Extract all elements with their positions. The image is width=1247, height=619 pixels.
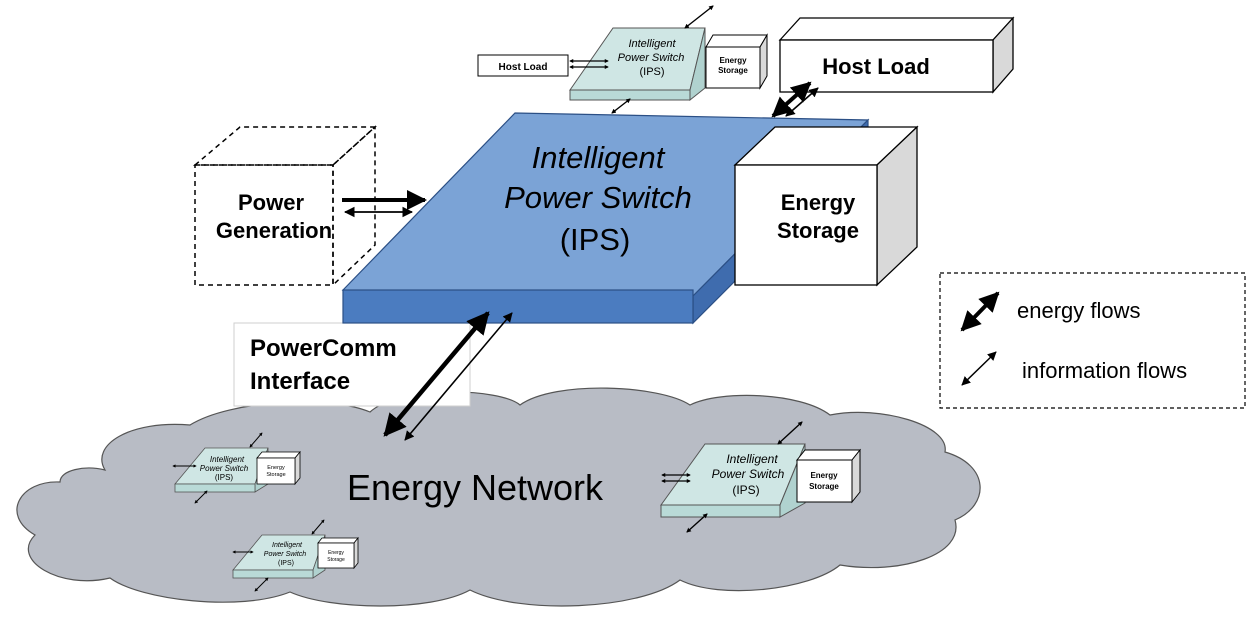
energy-storage-cube: Energy Storage (733, 125, 919, 287)
powercomm-line2: Interface (250, 368, 350, 395)
power-generation-cube: Power Generation (192, 125, 377, 287)
cloud-mini-ips-3-storage-side (851, 448, 861, 504)
main-flow-arrows (342, 81, 819, 441)
cloud-mini-ips-1-line1: Intelligent (210, 455, 245, 464)
cloud-mini-ips-2-storage-front (317, 542, 355, 569)
cloud-mini-ips-3-arrow-down (686, 513, 708, 533)
cloud-mini-ips-3-line2: Power Switch (712, 467, 785, 481)
energy-network-label: Energy Network (347, 467, 604, 508)
cloud-mini-ips-2-line1: Intelligent (272, 542, 303, 549)
information-flow-legend-icon (961, 351, 997, 386)
cloud-mini-ips-1: Intelligent Power Switch (IPS) Energy St… (172, 432, 301, 504)
cloud-mini-ips-1-arrow-down (194, 490, 208, 504)
cloud-mini-ips-1-storage-front (256, 457, 296, 485)
network-info-arrow (404, 312, 513, 441)
main-ips-line3: (IPS) (560, 222, 631, 257)
information-flow-legend-label: information flows (1022, 358, 1187, 383)
top-mini-host-load-label: Host Load (499, 62, 548, 73)
powercomm-line1: PowerComm (250, 335, 397, 362)
cloud-mini-ips-3-arrow-up (777, 421, 803, 445)
cloud-mini-ips-1-arrow-up (249, 432, 263, 448)
top-mini-ips-line3: (IPS) (639, 66, 664, 78)
host-load-label: Host Load (822, 54, 930, 79)
cloud-mini-ips-2-storage-top (317, 537, 359, 544)
power-generation-line1: Power (238, 190, 304, 215)
cloud-mini-ips-3: Intelligent Power Switch (IPS) Energy St… (660, 421, 862, 533)
cloud-mini-ips-1-front (174, 483, 256, 493)
cloud-mini-ips-1-storage-line2: Storage (266, 472, 285, 478)
cloud-mini-ips-1-storage-top (256, 451, 301, 459)
top-mini-storage-top (705, 34, 768, 48)
main-ips-line2: Power Switch (504, 180, 692, 215)
cloud-mini-ips-2-arrow-down (254, 577, 269, 592)
cloud-mini-ips-2: Intelligent Power Switch (IPS) Energy St… (232, 519, 359, 592)
energy-storage-line1: Energy (781, 190, 856, 215)
host-load-info-arrow (785, 87, 819, 117)
cloud-mini-ips-2-line2: Power Switch (264, 551, 307, 558)
cloud-mini-ips-2-storage-line2: Storage (327, 557, 345, 563)
legend-box (939, 272, 1246, 409)
powercomm-interface: PowerComm Interface (233, 322, 471, 407)
power-generation-front (194, 164, 334, 286)
cloud-mini-ips-3-storage-front (796, 459, 853, 503)
cloud-mini-ips-3-line1: Intelligent (726, 452, 778, 466)
cloud-mini-ips-2-arrow-up (311, 519, 325, 535)
host-load-top (778, 17, 1015, 41)
cloud-mini-ips-3-storage-top (795, 449, 862, 461)
main-ips-front (342, 289, 694, 324)
host-load-box: Host Load (778, 16, 1015, 94)
top-mini-ips-line2: Power Switch (618, 52, 685, 64)
cloud-mini-ips-1-storage-side (294, 450, 301, 486)
energy-flow-legend-label: energy flows (1017, 298, 1141, 323)
top-mini-storage-front (705, 46, 761, 89)
top-mini-arrow-down (611, 98, 631, 114)
top-mini-storage-line2: Storage (718, 66, 748, 75)
cloud-mini-ips-2-storage-line1: Energy (328, 550, 344, 556)
energy-storage-front (734, 164, 878, 286)
top-mini-ips-line1: Intelligent (628, 38, 676, 50)
top-mini-arrow-up (684, 5, 714, 29)
energy-flow-legend-icon (960, 291, 1000, 332)
cloud-mini-ips-3-front (660, 504, 781, 518)
host-load-front (779, 39, 994, 93)
cloud-mini-ips-1-storage-line1: Energy (267, 465, 285, 471)
power-generation-line2: Generation (216, 218, 332, 243)
power-generation-side (332, 125, 376, 287)
cloud-mini-ips-2-front (232, 569, 314, 579)
cloud-mini-ips-3-storage-line2: Storage (809, 482, 839, 491)
cloud-mini-ips-2-storage-side (353, 536, 359, 570)
legend: energy flows information flows (939, 272, 1246, 409)
cloud-mini-ips-2-line3: (IPS) (278, 560, 294, 567)
cloud-mini-ips-3-line3: (IPS) (732, 483, 759, 497)
cloud-mini-ips-1-line2: Power Switch (200, 464, 249, 473)
top-mini-storage-line1: Energy (719, 56, 747, 65)
top-mini-ips-front (569, 89, 691, 101)
top-mini-ips: Host Load Intelligent Power Switch (IPS)… (477, 5, 768, 114)
cloud-mini-ips-1-line3: (IPS) (215, 473, 234, 482)
power-generation-top (192, 126, 377, 166)
top-mini-host-load (477, 54, 569, 77)
cloud-mini-ips-3-storage-line1: Energy (810, 471, 838, 480)
main-ips-line1: Intelligent (532, 140, 666, 175)
energy-storage-line2: Storage (777, 218, 859, 243)
